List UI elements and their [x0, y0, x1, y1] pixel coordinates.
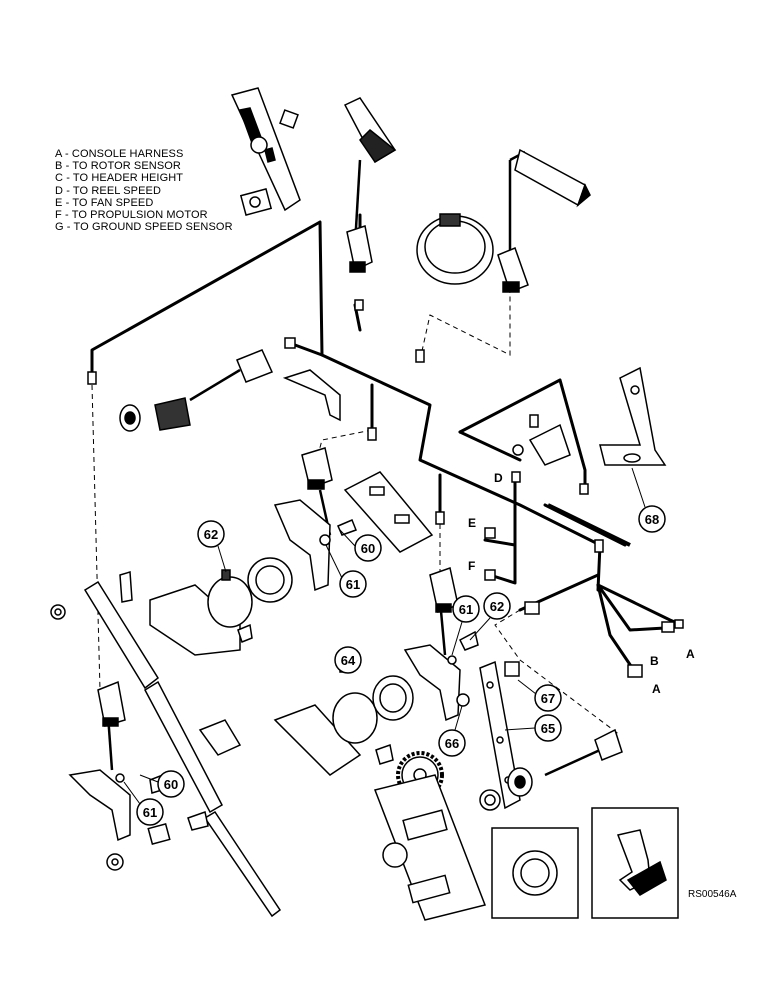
ref-61-top: 61 [346, 577, 360, 592]
callout-67: 67 [517, 679, 562, 712]
callout-61-bottom: 61 [123, 781, 164, 826]
letter-b: B [650, 654, 659, 668]
harness-sleeve [547, 503, 631, 547]
drawing-code: RS00546A [688, 889, 737, 900]
base-plate [373, 774, 487, 921]
ref-62-left: 62 [204, 527, 218, 542]
top-bracket [230, 87, 301, 216]
ref-67: 67 [541, 691, 555, 706]
legend-item-f: F - TO PROPULSION MOTOR [55, 209, 208, 222]
legend-item-c: C - TO HEADER HEIGHT [55, 172, 184, 185]
ref-68: 68 [645, 512, 659, 527]
center-right-mount [403, 567, 479, 722]
bracket-68 [599, 366, 667, 466]
callout-61-top: 61 [325, 544, 367, 598]
callout-60-top: 60 [339, 529, 382, 562]
harness-bracket [282, 369, 341, 422]
ref-61-right: 61 [459, 602, 473, 617]
legend-item-b: B - TO ROTOR SENSOR [55, 160, 181, 173]
top-center-sensor [343, 97, 397, 273]
legend: A - CONSOLE HARNESS B - TO ROTOR SENSOR … [55, 148, 233, 233]
callout-68: 68 [631, 467, 666, 533]
letter-a-lower: A [652, 682, 661, 696]
letter-a-upper: A [686, 647, 695, 661]
ref-65: 65 [541, 721, 555, 736]
dashed-routing [91, 295, 621, 736]
ref-62-right: 62 [490, 599, 504, 614]
legend-item-g: G - TO GROUND SPEED SENSOR [55, 221, 233, 234]
letter-e: E [468, 516, 476, 530]
callout-65: 65 [504, 714, 562, 742]
ref-60-top: 60 [361, 541, 375, 556]
left-speed-sensor [119, 349, 274, 432]
left-arm-mount [273, 499, 357, 592]
top-right-sensor [497, 148, 591, 293]
callout-60-bottom: 60 [139, 770, 185, 798]
callout-62-left: 62 [197, 520, 227, 573]
callout-61-right: 61 [451, 595, 480, 656]
detail-insets [491, 807, 679, 919]
ref-66: 66 [445, 736, 459, 751]
callout-66: 66 [438, 705, 466, 757]
left-middle-plug [301, 447, 333, 490]
left-rail [50, 571, 282, 918]
bottom-left-mount [68, 680, 209, 871]
legend-item-a: A - CONSOLE HARNESS [55, 148, 184, 160]
center-plate [343, 471, 434, 553]
legend-item-d: D - TO REEL SPEED [55, 184, 162, 197]
hose-clamp-top [416, 213, 494, 285]
left-bearing [149, 557, 293, 656]
ref-60-bottom: 60 [164, 777, 178, 792]
ref-64: 64 [341, 653, 356, 668]
letter-f: F [468, 559, 475, 573]
center-bearing [273, 659, 414, 776]
callout-64: 64 [334, 646, 362, 674]
callout-62-right: 62 [469, 592, 511, 641]
bottom-right-sensor [479, 728, 623, 811]
harness-connectors [87, 299, 684, 678]
legend-item-e: E - TO FAN SPEED [55, 196, 154, 209]
ref-61-bottom: 61 [143, 805, 157, 820]
letter-d: D [494, 471, 503, 485]
